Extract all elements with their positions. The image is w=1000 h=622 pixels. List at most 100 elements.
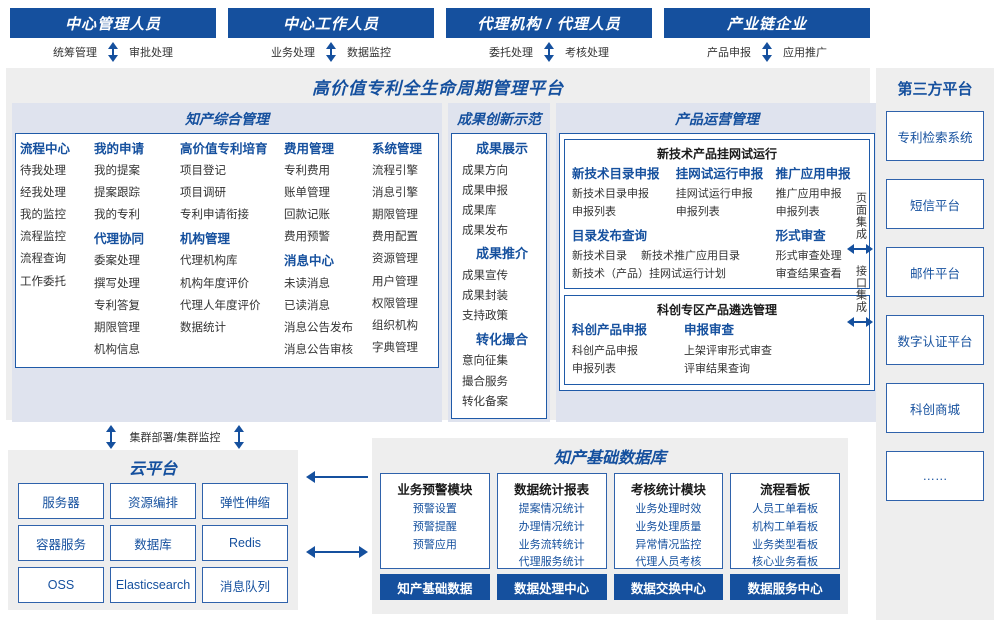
database-menu-item[interactable]: 代理人员考核 — [635, 556, 702, 569]
cloud-cell[interactable]: 资源编排 — [110, 483, 196, 519]
third-party-item[interactable]: 邮件平台 — [886, 247, 984, 297]
cloud-cell[interactable]: 数据库 — [110, 525, 196, 561]
third-party-item[interactable]: …… — [886, 451, 984, 501]
ip-menu-item[interactable]: 用户管理 — [372, 275, 418, 288]
database-footer[interactable]: 数据处理中心 — [496, 574, 607, 600]
ip-menu-item[interactable]: 经我处理 — [20, 187, 66, 200]
achievement-menu-item[interactable]: 成果封装 — [462, 290, 508, 303]
database-footer[interactable]: 数据服务中心 — [730, 574, 840, 600]
database-menu-item[interactable]: 业务处理时效 — [635, 503, 702, 515]
product-menu-item[interactable]: 上架评审形式审查 — [684, 345, 772, 358]
ip-menu-item[interactable]: 消息公告发布 — [284, 321, 353, 334]
achievement-section-header: 成果推介 — [475, 246, 528, 262]
product-menu-item[interactable]: 新技术目录 — [572, 249, 627, 262]
product-menu-item[interactable]: 推广应用申报 — [775, 188, 842, 201]
database-menu-item[interactable]: 人员工单看板 — [752, 503, 819, 515]
ip-menu-item[interactable]: 回款记账 — [284, 209, 330, 222]
cloud-cell[interactable]: 弹性伸缩 — [202, 483, 288, 519]
ip-menu-item[interactable]: 消息引擎 — [372, 187, 418, 200]
database-menu-item[interactable]: 异常情况监控 — [635, 538, 702, 551]
ip-menu-item[interactable]: 流程监控 — [20, 231, 66, 244]
ip-menu-item[interactable]: 已读消息 — [284, 299, 330, 312]
ip-menu-item[interactable]: 代理人年度评价 — [180, 299, 261, 312]
ip-menu-item[interactable]: 代理机构库 — [180, 255, 238, 268]
ip-menu-item[interactable]: 专利申请衔接 — [180, 209, 249, 222]
ip-menu-item[interactable]: 未读消息 — [284, 277, 330, 290]
ip-menu-item[interactable]: 项目登记 — [180, 165, 226, 178]
ip-menu-item[interactable]: 专利费用 — [284, 165, 330, 178]
ip-menu-item[interactable]: 机构信息 — [94, 343, 140, 356]
database-menu-item[interactable]: 机构工单看板 — [752, 520, 819, 533]
product-row-1: 新技术目录申报新技术目录申报申报列表挂网试运行申报挂网试运行申报申报列表推广应用… — [572, 166, 862, 222]
ip-menu-item[interactable]: 流程查询 — [20, 253, 66, 266]
ip-menu-item[interactable]: 工作委托 — [20, 275, 66, 288]
product-menu-item[interactable]: 新技术推广应用目录 — [641, 249, 740, 262]
database-menu-item[interactable]: 核心业务看板 — [752, 556, 819, 569]
ip-menu-item[interactable]: 权限管理 — [372, 297, 418, 310]
ip-menu-item[interactable]: 组织机构 — [372, 319, 418, 332]
ip-menu-item[interactable]: 委案处理 — [94, 255, 140, 268]
ip-menu-item[interactable]: 撰写处理 — [94, 277, 140, 290]
third-party-item[interactable]: 数字认证平台 — [886, 315, 984, 365]
ip-menu-item[interactable]: 字典管理 — [372, 341, 418, 354]
ip-menu-item[interactable]: 我的提案 — [94, 165, 140, 178]
ip-menu-item[interactable]: 期限管理 — [372, 209, 418, 222]
achievement-menu-item[interactable]: 成果宣传 — [462, 270, 508, 283]
actor-subrow: 业务处理数据监控 — [228, 38, 434, 66]
product-menu-item[interactable]: 申报列表 — [572, 363, 616, 376]
product-menu-item[interactable]: 审查结果查看 — [775, 267, 842, 280]
achievement-menu-item[interactable]: 成果方向 — [462, 164, 508, 177]
ip-menu-item[interactable]: 费用预警 — [284, 231, 330, 244]
ip-menu-item[interactable]: 数据统计 — [180, 321, 226, 334]
ip-menu-item[interactable]: 提案跟踪 — [94, 187, 140, 200]
database-footer[interactable]: 数据交换中心 — [613, 574, 724, 600]
cloud-cell[interactable]: Redis — [202, 525, 288, 561]
achievement-menu-item[interactable]: 成果库 — [462, 205, 497, 218]
ip-menu-item[interactable]: 专利答复 — [94, 299, 140, 312]
cloud-cell[interactable]: Elasticsearch — [110, 567, 196, 603]
database-menu-item[interactable]: 提案情况统计 — [518, 503, 585, 515]
achievement-menu-item[interactable]: 转化备案 — [462, 395, 508, 408]
ip-menu-item[interactable]: 机构年度评价 — [180, 277, 249, 290]
database-menu-item[interactable]: 业务流转统计 — [518, 538, 585, 551]
ip-menu-item[interactable]: 账单管理 — [284, 187, 330, 200]
ip-menu-item[interactable]: 费用配置 — [372, 231, 418, 244]
database-footer[interactable]: 知产基础数据 — [380, 574, 490, 600]
cloud-cell[interactable]: OSS — [18, 567, 104, 603]
database-menu-item[interactable]: 预警设置 — [412, 503, 457, 515]
database-menu-item[interactable]: 办理情况统计 — [518, 520, 585, 533]
database-menu-item[interactable]: 预警提醒 — [412, 520, 457, 533]
product-menu-item[interactable]: 申报列表 — [675, 206, 720, 219]
cloud-cell[interactable]: 容器服务 — [18, 525, 104, 561]
ip-menu-item[interactable]: 期限管理 — [94, 321, 140, 334]
product-menu-item[interactable]: 新技术目录申报 — [572, 188, 649, 201]
achievement-menu-item[interactable]: 撮合服务 — [462, 375, 508, 388]
product-menu-item[interactable]: 评审结果查询 — [684, 363, 750, 376]
ip-menu-item[interactable]: 资源管理 — [372, 253, 418, 266]
product-menu-item[interactable]: 形式审查处理 — [775, 249, 842, 262]
cloud-cell[interactable]: 服务器 — [18, 483, 104, 519]
third-party-item[interactable]: 专利检索系统 — [886, 111, 984, 161]
product-menu-item[interactable]: 挂网试运行申报 — [675, 188, 753, 201]
ip-menu-item[interactable]: 我的监控 — [20, 209, 66, 222]
database-menu-item[interactable]: 预警应用 — [412, 538, 457, 551]
product-menu-item[interactable]: 科创产品申报 — [572, 345, 638, 358]
database-menu-item[interactable]: 业务类型看板 — [752, 538, 819, 551]
cloud-cell[interactable]: 消息队列 — [202, 567, 288, 603]
achievement-menu-item[interactable]: 成果发布 — [462, 225, 508, 238]
ip-menu-item[interactable]: 消息公告审核 — [284, 343, 353, 356]
ip-menu-item[interactable]: 流程引擎 — [372, 165, 418, 178]
ip-menu-item[interactable]: 我的专利 — [94, 209, 140, 222]
third-party-item[interactable]: 短信平台 — [886, 179, 984, 229]
achievement-menu-item[interactable]: 意向征集 — [462, 355, 508, 368]
database-menu-item[interactable]: 业务处理质量 — [635, 520, 702, 533]
product-menu-item[interactable]: 申报列表 — [572, 206, 616, 219]
product-menu-item[interactable]: 新技术（产品）挂网试运行计划 — [572, 267, 726, 280]
third-party-item[interactable]: 科创商城 — [886, 383, 984, 433]
achievement-menu-item[interactable]: 支持政策 — [462, 310, 508, 323]
ip-menu-item[interactable]: 待我处理 — [20, 165, 66, 178]
product-menu-item[interactable]: 申报列表 — [775, 206, 820, 219]
database-menu-item[interactable]: 代理服务统计 — [518, 556, 585, 569]
ip-menu-item[interactable]: 项目调研 — [180, 187, 226, 200]
achievement-menu-item[interactable]: 成果申报 — [462, 184, 508, 197]
